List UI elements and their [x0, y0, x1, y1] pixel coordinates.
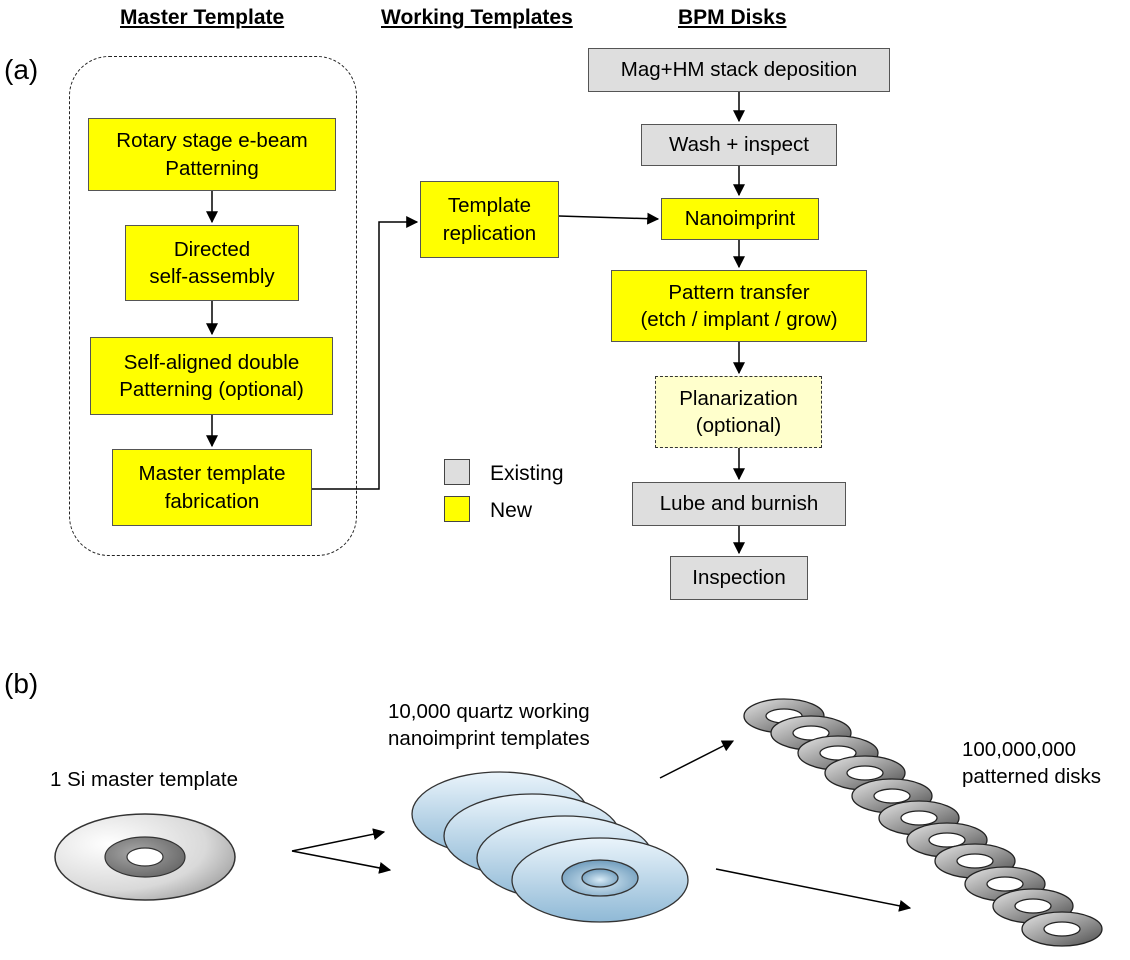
arrow-replication-to-nanoimprint [558, 212, 660, 225]
bpm-step-lube-burnish: Lube and burnish [632, 482, 846, 526]
patterned-disk-chain [743, 698, 1103, 947]
master-step-dsa-label: Directed self-assembly [149, 237, 275, 288]
master-step-sadp-label: Self-aligned double Patterning (optional… [119, 350, 304, 401]
header-bpm-disks: BPM Disks [678, 6, 787, 29]
bpm-step-pattern-transfer-label: Pattern transfer (etch / implant / grow) [640, 280, 838, 331]
arrow-quartz-to-disks-upper [659, 740, 735, 779]
master-step-ebeam: Rotary stage e-beam Patterning [88, 118, 336, 191]
legend-label-new: New [490, 499, 533, 522]
bpm-step-wash-inspect-label: Wash + inspect [669, 133, 809, 157]
master-step-fabrication-label: Master template fabrication [138, 462, 286, 513]
si-master-template-disk [54, 813, 236, 901]
arrow-quartz-to-disks-lower [715, 868, 912, 912]
master-step-sadp: Self-aligned double Patterning (optional… [90, 337, 333, 415]
working-step-replication-label: Template replication [442, 194, 537, 245]
bpm-step-stack-deposition-label: Mag+HM stack deposition [620, 58, 858, 82]
master-template-group [69, 56, 357, 556]
bpm-step-planarization: Planarization (optional) [655, 376, 822, 448]
legend-swatch-existing [444, 459, 470, 485]
bpm-step-inspection-label: Inspection [692, 566, 786, 590]
panel-label-a: (a) [4, 54, 39, 85]
master-step-fabrication: Master template fabrication [112, 449, 312, 526]
arrow-si-to-quartz-upper [291, 828, 386, 852]
arrow-master-to-replication [312, 216, 419, 490]
patterned-disks-caption: 100,000,000 patterned disks [962, 738, 1102, 789]
header-working-templates: Working Templates [381, 6, 573, 29]
legend-swatch-new [444, 496, 470, 522]
bpm-step-nanoimprint: Nanoimprint [661, 198, 819, 240]
quartz-working-template-stack [411, 771, 689, 923]
master-step-dsa: Directed self-assembly [125, 225, 299, 301]
bpm-step-nanoimprint-label: Nanoimprint [684, 207, 796, 231]
bpm-step-planarization-label: Planarization (optional) [679, 386, 798, 437]
header-master-template: Master Template [120, 6, 285, 29]
working-step-replication: Template replication [420, 181, 559, 258]
bpm-step-lube-burnish-label: Lube and burnish [659, 492, 819, 516]
legend-label-existing: Existing [490, 462, 564, 485]
arrow-si-to-quartz-lower [291, 850, 392, 874]
bpm-step-wash-inspect: Wash + inspect [641, 124, 837, 166]
bpm-step-inspection: Inspection [670, 556, 808, 600]
master-template-caption: 1 Si master template [50, 768, 238, 791]
panel-label-b: (b) [4, 668, 39, 699]
bpm-step-stack-deposition: Mag+HM stack deposition [588, 48, 890, 92]
working-templates-caption: 10,000 quartz working nanoimprint templa… [388, 700, 590, 751]
bpm-step-pattern-transfer: Pattern transfer (etch / implant / grow) [611, 270, 867, 342]
master-step-ebeam-label: Rotary stage e-beam Patterning [116, 129, 308, 180]
